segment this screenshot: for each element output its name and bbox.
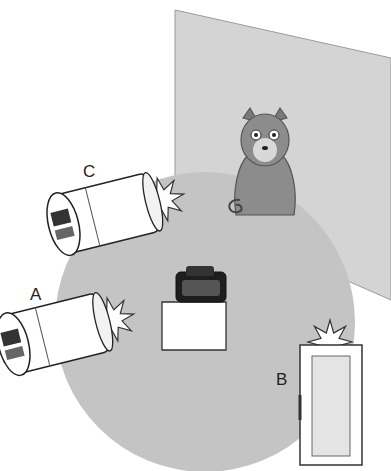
softbox-flash: [300, 320, 362, 465]
callout-letter: B: [276, 371, 287, 388]
flash-head: [41, 163, 191, 259]
camera-symbol: [162, 266, 226, 350]
dog-figure: [229, 108, 295, 215]
callout-letter: A: [30, 286, 41, 303]
flash-head: [0, 283, 142, 379]
callout-letter: C: [83, 163, 95, 180]
